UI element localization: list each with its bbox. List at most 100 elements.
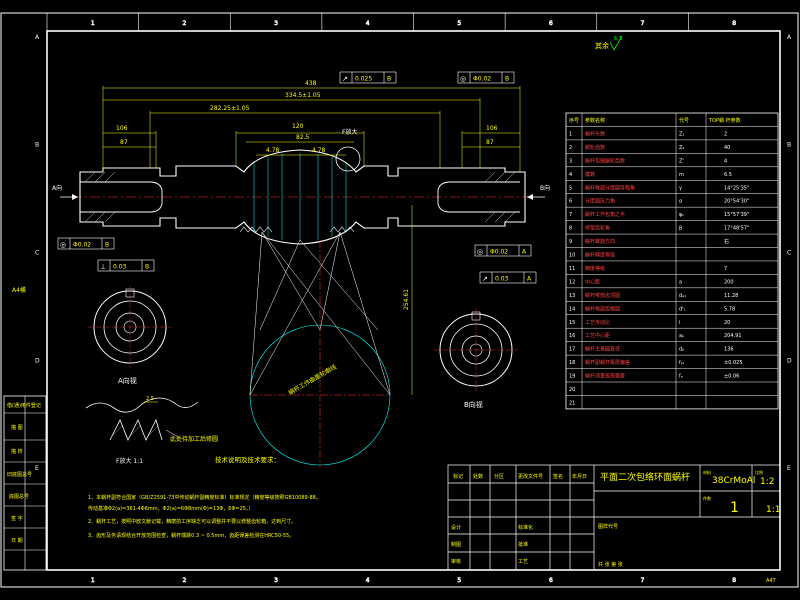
scale-label: 比例 [755,469,763,475]
param-table-header: 序号 [569,117,579,124]
param-table-cell: dᶠ₁ [679,306,686,312]
param-table-cell: m [679,172,684,178]
zone-col-label-bottom: 7 [641,577,645,584]
param-table-cell: 11.28 [724,293,738,299]
shaft-outline-upper [79,149,526,245]
sheet-outer-border [0,12,799,588]
tolerance-datum: A [522,249,527,256]
detail-view-f: 2.5 此处待加工后修圆 F放大 1:1 [85,396,218,465]
param-table-cell: 17 [569,347,575,353]
param-table-cell: 修型齿轮角 [585,225,610,232]
material-label: 材料 [703,469,711,475]
row-approve: 批准 [518,541,528,548]
tolerance-datum: B [145,264,149,271]
tech-req-title: 技术说明及技术要求： [215,455,280,464]
param-table-cell: 蜗杆主基圆直径 [585,346,620,353]
view-b-title: B向视 [464,400,483,409]
tolerance-value: 0.03 [495,276,509,283]
param-table-cell: 蜗杆精度等级 [585,252,615,259]
param-table-cell: 3 [569,158,572,164]
param-table-cell: 19 [569,374,575,380]
param-table-cell: 蜗杆螺旋方向 [585,238,615,245]
param-table-cell: 20 [724,320,730,326]
rev-header-mark: 标记 [453,473,463,480]
tolerance-symbol: ◎ [477,248,483,256]
title-block [447,464,781,571]
rev-header-zone: 分区 [494,473,504,480]
dimension-lines [102,86,521,395]
section-view-b: B向视 [434,308,518,409]
tolerance-value: Φ0.02 [73,242,91,249]
row-design: 设计 [451,524,461,531]
param-table-cell: 13 [569,293,575,299]
param-table-cell: 7 [724,266,727,272]
tech-req-line-2: 传动基准Φ2(a)=361-4Φ6mm，Φ2(a)=6Φ8mm(Φ)=13Φ，6… [88,505,253,512]
zone-row-label: A [35,34,40,41]
zone-col-label: 5 [457,20,461,27]
rev-header-date: 年月日 [572,473,587,480]
view-a-title: A向视 [118,376,137,385]
row-review: 审核 [451,558,461,565]
param-table-cell: aₚ [679,333,684,339]
param-table-cell: fₐ [679,374,683,380]
param-table-cell: 右 [724,238,729,245]
zone-row-label-right: B [787,142,791,149]
param-table-cell: 4 [724,158,727,164]
param-table-cell: 40 [724,145,730,151]
part-name: 平面二次包络环面蜗杆 [600,471,690,483]
param-table-cell: 6.5 [724,172,732,178]
zone-col-label-bottom: 2 [182,577,186,584]
param-table-cell: 18 [569,360,575,366]
param-table-cell: 蜗杆喉部齿顶圆 [585,292,620,299]
tolerance-datum: B [105,242,109,249]
param-table-cell: β [679,226,682,232]
dim-87-right: 87 [486,139,494,146]
dim-334: 334.5±1.05 [285,92,321,99]
param-table-cell: Z₂ [679,145,684,151]
strip-label-2: 描 图 [11,424,23,431]
row-process: 工艺 [518,559,528,565]
zone-row-label-right: D [787,357,792,364]
param-table-cell: φₕ [679,212,684,218]
zone-col-label: 2 [182,20,186,27]
param-table-cell: 蜗杆包围蜗轮齿数 [585,157,625,164]
strip-label-7: 日 期 [11,538,23,544]
param-table-cell: 蜗杆头数 [585,130,605,137]
a4-format-label: A4横 [12,286,26,294]
param-table-header: 参数名称 [585,117,605,124]
param-table-cell: 蜗杆测量极限偏差 [585,373,625,380]
param-table-cell: 5.78 [724,306,735,312]
param-table-cell: 7 [569,212,572,218]
tooth-profile-right [329,226,355,233]
qty-label: 件数 [703,495,711,501]
tolerance-frame: ◎ Φ0.02 B [57,237,115,250]
zone-col-label: 7 [641,20,645,27]
drawing-no-label: 图样代号 [598,523,618,530]
param-table-cell: 精度等级 [585,265,605,272]
dim-438: 438 [305,80,317,87]
tolerance-symbol: ◎ [60,241,66,249]
zone-row-label-right: C [787,250,791,257]
left-signoff-strip: A4横 借(通)用件登记 描 图 描 校 旧底图总号 底图总号 签 字 日 期 [3,286,47,571]
param-table-cell: ±0.06 [724,374,739,380]
param-table-cell: i [679,320,680,326]
dim-282: 282.25±1.05 [210,105,250,112]
zone-col-label: 4 [366,20,370,27]
dim-478-a: 4.78 [266,147,280,154]
tolerance-symbol: ⊥ [100,263,106,271]
main-worm-shaft-view: 438 334.5±1.05 282.25±1.05 106 106 120 8… [52,80,550,395]
zone-col-label-bottom: 1 [91,577,95,584]
param-table-cell: 136 [724,347,734,353]
tolerance-datum: B [387,76,391,83]
param-table-cell: Z₁ [679,131,684,137]
param-table-cell: fₚₜ [679,360,685,366]
dim-vertical: 254.61 [403,289,410,310]
tolerance-symbol: ↗ [342,75,348,83]
